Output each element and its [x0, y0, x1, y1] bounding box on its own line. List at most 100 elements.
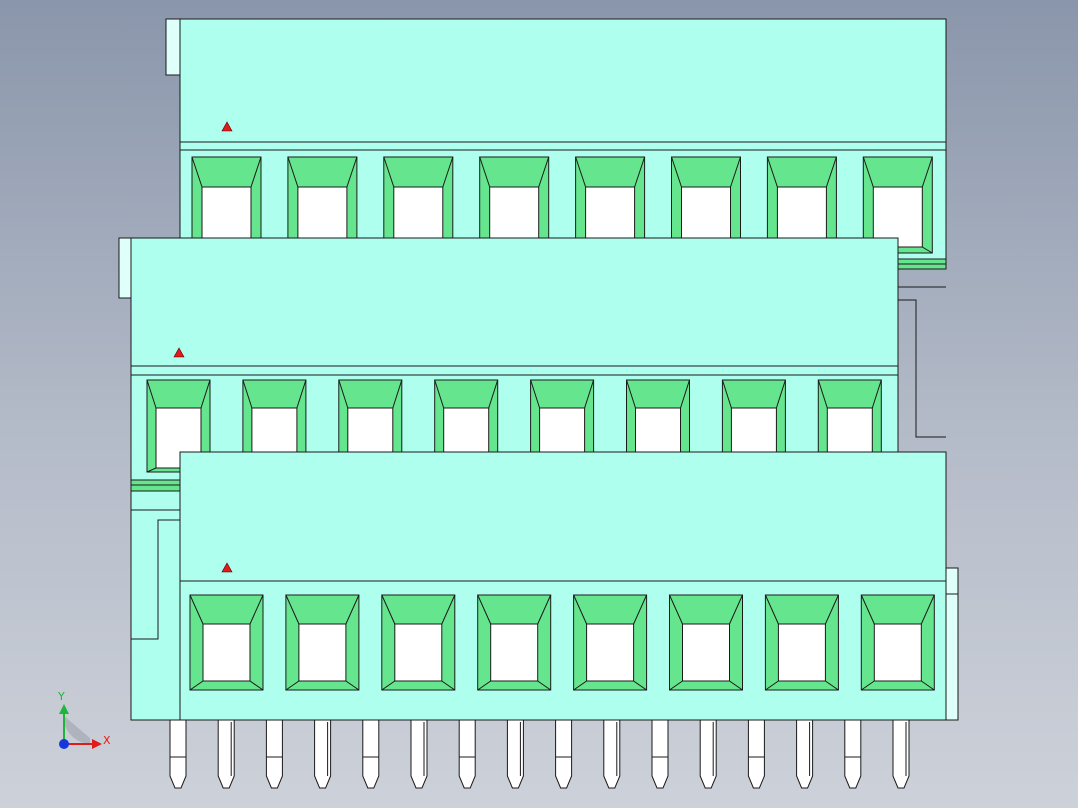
terminal-pin: [458, 719, 476, 789]
terminal-opening-inner: [681, 186, 731, 248]
bevel-edge: [479, 156, 491, 188]
bevel-edge: [191, 156, 203, 188]
bevel-edge: [634, 156, 646, 188]
bevel-edge: [285, 680, 300, 691]
bevel-edge: [584, 379, 595, 409]
bevel-edge: [477, 680, 491, 691]
terminal-opening-inner: [394, 623, 443, 682]
bevel-edge: [721, 379, 732, 409]
bevel-edge: [766, 156, 778, 188]
bevel-edge: [442, 156, 454, 188]
terminal-opening-inner: [201, 186, 252, 248]
terminal-opening-inner: [586, 623, 635, 682]
bevel-edge: [633, 680, 647, 691]
terminal-pin: [844, 719, 862, 789]
bevel-edge: [920, 594, 935, 625]
bevel-edge: [287, 156, 299, 188]
terminal-pin: [265, 719, 283, 789]
terminal-opening-inner: [489, 186, 540, 248]
terminal-opening-inner: [776, 186, 827, 248]
bevel-edge: [730, 156, 741, 188]
terminal-pin: [747, 719, 765, 789]
bevel-edge: [825, 680, 839, 691]
x-axis-arrow-icon: [92, 739, 102, 749]
bevel-edge: [488, 379, 499, 409]
terminal-opening-inner: [777, 623, 826, 682]
bevel-edge: [189, 594, 204, 625]
polarity-marker-icon: [221, 121, 233, 132]
terminal-opening-inner: [202, 623, 251, 682]
bevel-edge: [729, 594, 743, 625]
bevel-edge: [537, 680, 551, 691]
bevel-edge: [775, 379, 786, 409]
bevel-edge: [345, 680, 360, 691]
terminal-opening-inner: [872, 186, 923, 248]
bevel-edge: [477, 594, 492, 625]
terminal-pin: [651, 719, 669, 789]
bevel-edge: [669, 594, 683, 625]
bevel-edge: [189, 680, 204, 691]
bevel-edge: [285, 594, 300, 625]
module-side-tab: [945, 567, 959, 721]
bevel-edge: [626, 379, 636, 409]
bevel-edge: [862, 156, 874, 188]
terminal-pin: [169, 719, 187, 789]
bevel-edge: [825, 156, 837, 188]
bevel-edge: [434, 379, 445, 409]
bevel-edge: [573, 594, 588, 625]
bevel-edge: [441, 680, 456, 691]
pin-row: [169, 719, 910, 789]
bevel-edge: [250, 156, 262, 188]
bevel-edge: [345, 594, 360, 625]
bevel-edge: [669, 680, 683, 691]
terminal-opening-inner: [490, 623, 539, 682]
terminal-pin: [699, 719, 717, 789]
bevel-edge: [765, 680, 779, 691]
bevel-edge: [817, 379, 828, 409]
terminal-opening-inner: [585, 186, 636, 248]
bevel-edge: [824, 594, 839, 625]
bevel-edge: [538, 156, 550, 188]
terminal-opening-inner: [873, 623, 922, 682]
terminal-pin: [410, 719, 428, 789]
bevel-edge: [338, 379, 349, 409]
bevel-edge: [200, 379, 211, 409]
terminal-pin: [555, 719, 573, 789]
bevel-edge: [537, 594, 552, 625]
bevel-edge: [922, 246, 933, 254]
bevel-edge: [860, 594, 875, 625]
y-axis-arrow-icon: [59, 704, 69, 714]
bevel-edge: [249, 594, 264, 625]
bevel-edge: [296, 379, 307, 409]
polarity-marker-icon: [221, 562, 233, 573]
side-rail-edge: [131, 519, 180, 640]
terminal-pin: [892, 719, 910, 789]
bevel-edge: [680, 379, 690, 409]
bevel-edge: [871, 379, 882, 409]
bevel-edge: [729, 680, 743, 691]
bevel-edge: [346, 156, 358, 188]
terminal-pin: [603, 719, 621, 789]
bevel-edge: [381, 594, 396, 625]
axis-origin-icon: [59, 739, 69, 749]
bevel-edge: [146, 467, 157, 473]
side-rail-edge: [898, 299, 946, 438]
x-axis-label: X: [103, 734, 111, 747]
bevel-edge: [249, 680, 264, 691]
bevel-edge: [383, 156, 395, 188]
bevel-edge: [146, 379, 157, 409]
bevel-edge: [441, 594, 456, 625]
bevel-edge: [381, 680, 396, 691]
bevel-edge: [671, 156, 682, 188]
terminal-opening-inner: [682, 623, 730, 682]
terminal-pin: [362, 719, 380, 789]
module-front: [179, 451, 959, 721]
bevel-edge: [921, 156, 933, 188]
triad-rotation-arc: [64, 716, 90, 744]
polarity-marker-icon: [173, 347, 185, 358]
terminal-pin: [217, 719, 235, 789]
bevel-edge: [242, 379, 253, 409]
